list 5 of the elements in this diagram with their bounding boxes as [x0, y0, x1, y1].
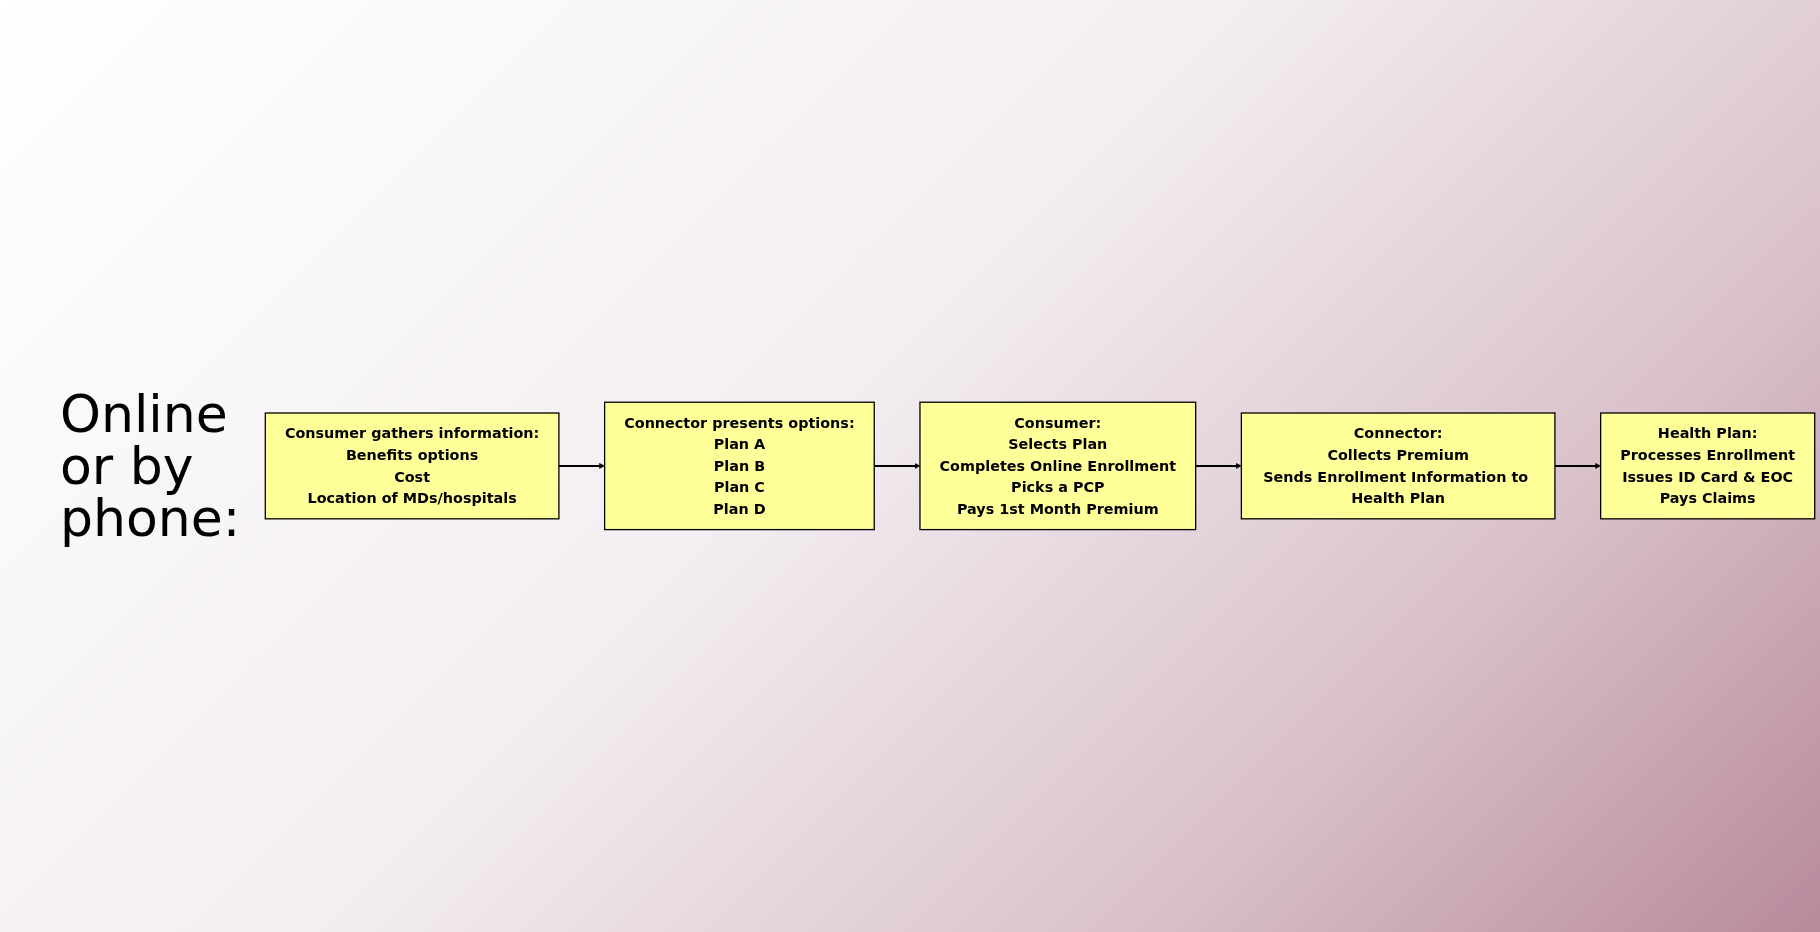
- node-box: Connector: Collects Premium Sends Enrollment Information to Health Plan: [1240, 412, 1556, 520]
- node-box: Connector presents options: Plan A Plan B Plan C Plan D: [603, 401, 875, 531]
- node-box: Health Plan: Processes Enrollment Issues ID Card & EOC Pays Claims: [1600, 412, 1816, 520]
- node-box: Consumer gathers information: Benefits options Cost Location of MDs/hospitals: [264, 412, 560, 520]
- node-box: Consumer: Selects Plan Completes Online Enrollment Picks a PCP Pays 1st Month Premium: [919, 401, 1197, 531]
